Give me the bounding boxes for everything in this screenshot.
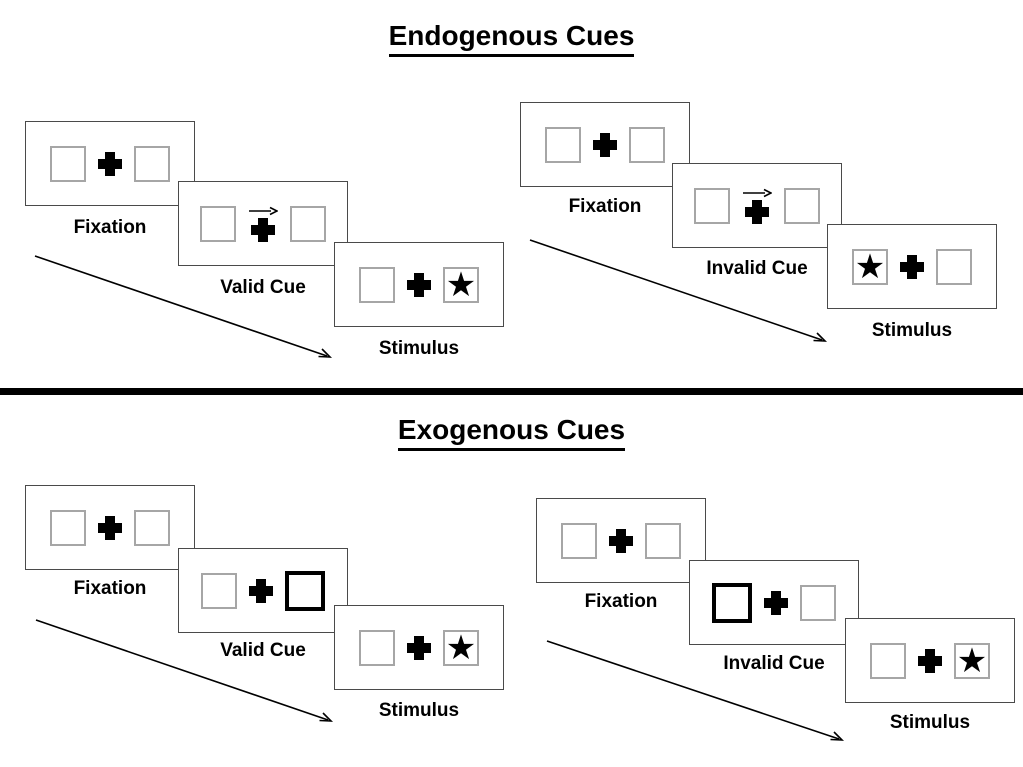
right-placeholder-box [936,248,972,285]
section-title-text: Endogenous Cues [388,20,635,57]
valid-cue-panel [178,548,348,633]
left-placeholder-box [359,629,395,666]
right-placeholder-box [800,584,836,621]
panel-label: Valid Cue [220,277,306,298]
right-highlighted-cue-box [285,570,325,611]
right-placeholder-box [629,126,665,163]
fixation-cross-icon [593,132,617,157]
star-icon: ★ [445,264,477,305]
stimulus-panel: ★ [827,224,997,309]
stimulus-panel: ★ [845,618,1015,703]
central-cue [742,188,772,224]
fixation-cross-icon [251,217,275,242]
fixation-cross-icon [918,648,942,673]
right-placeholder-box [134,509,170,546]
star-icon: ★ [445,627,477,668]
invalid-cue-panel [689,560,859,645]
fixation-cross-icon [900,254,924,279]
panel-label: Fixation [584,591,658,612]
valid-cue-panel [178,181,348,266]
left-placeholder-box [50,145,86,182]
right-placeholder-box [784,187,820,224]
left-placeholder-box [50,509,86,546]
section-divider [0,388,1023,395]
right-target-box: ★ [443,264,479,305]
fixation-cross-icon [98,151,122,176]
panel-label: Stimulus [378,338,460,359]
right-placeholder-box [134,145,170,182]
star-icon: ★ [854,246,886,287]
fixation-cross-icon [745,199,769,224]
cue-arrow-icon [743,188,772,197]
fixation-panel [520,102,690,187]
right-target-box: ★ [954,640,990,681]
right-target-box: ★ [443,627,479,668]
panel-label: Stimulus [889,712,971,733]
timeline-arrow-icon [34,255,333,358]
fixation-panel [25,485,195,570]
left-placeholder-box [694,187,730,224]
left-placeholder-box [359,266,395,303]
left-target-box: ★ [852,246,888,287]
panel-label: Fixation [73,217,147,238]
section-title-text: Exogenous Cues [397,414,626,451]
right-placeholder-box [290,205,326,242]
fixation-cross-icon [98,515,122,540]
panel-label: Fixation [73,578,147,599]
left-placeholder-box [870,642,906,679]
timeline-arrow-icon [529,239,828,342]
panel-label: Stimulus [378,700,460,721]
invalid-cue-panel [672,163,842,248]
right-placeholder-box [645,522,681,559]
left-placeholder-box [201,572,237,609]
left-placeholder-box [545,126,581,163]
exogenous-section-title: Exogenous Cues [0,414,1023,451]
fixation-cross-icon [407,635,431,660]
panel-label: Invalid Cue [723,653,825,674]
panel-label: Fixation [568,196,642,217]
endogenous-section-title: Endogenous Cues [0,20,1023,57]
fixation-cross-icon [249,578,273,603]
panel-label: Valid Cue [220,640,306,661]
fixation-panel [536,498,706,583]
panel-label: Invalid Cue [706,258,808,279]
left-placeholder-box [200,205,236,242]
panel-label: Stimulus [871,320,953,341]
star-icon: ★ [956,640,988,681]
fixation-cross-icon [407,272,431,297]
cue-arrow-icon [249,206,278,215]
left-placeholder-box [561,522,597,559]
fixation-cross-icon [764,590,788,615]
fixation-panel [25,121,195,206]
fixation-cross-icon [609,528,633,553]
stimulus-panel: ★ [334,242,504,327]
stimulus-panel: ★ [334,605,504,690]
left-highlighted-cue-box [712,582,752,623]
central-cue [248,206,278,242]
